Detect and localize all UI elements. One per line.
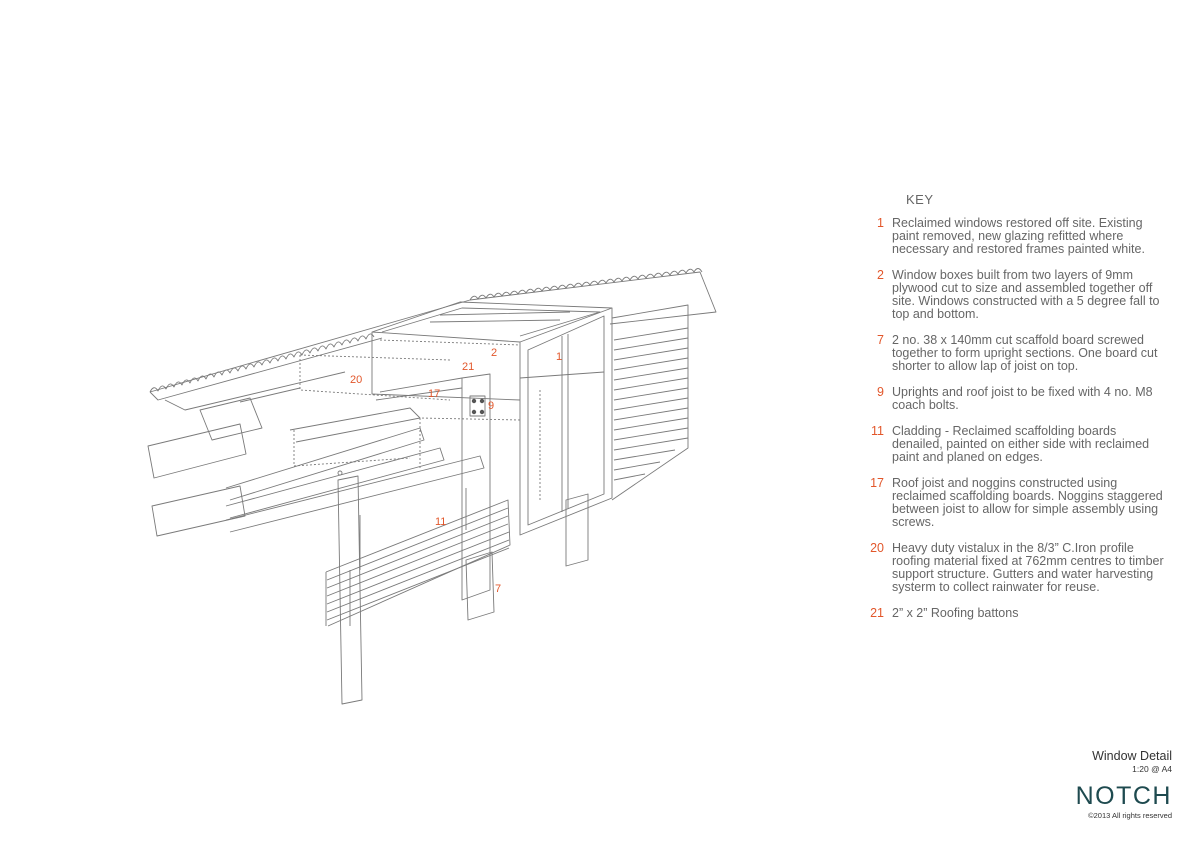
key-item-11: 11 Cladding - Reclaimed scaffolding boar…	[868, 425, 1168, 464]
sheet-title: Window Detail	[1092, 749, 1172, 763]
lower-cladding	[325, 488, 511, 627]
key-item-2: 2 Window boxes built from two layers of …	[868, 269, 1168, 321]
sheet-scale: 1:20 @ A4	[1132, 764, 1172, 774]
brand-block: NOTCH ©2013 All rights reserved	[1075, 782, 1172, 821]
key-item-20: 20 Heavy duty vistalux in the 8/3” C.Iro…	[868, 542, 1168, 594]
window-box	[371, 301, 613, 536]
hidden-lines	[293, 339, 541, 500]
key-item-17: 17 Roof joist and noggins constructed us…	[868, 477, 1168, 529]
key-description: Roof joist and noggins constructed using…	[892, 476, 1163, 529]
key-item-1: 1 Reclaimed windows restored off site. E…	[868, 217, 1168, 256]
key-number: 7	[877, 333, 884, 347]
notch-logo: NOTCH	[1075, 782, 1172, 810]
key-item-9: 9 Uprights and roof joist to be fixed wi…	[868, 386, 1168, 412]
callout-7: 7	[495, 583, 502, 595]
callout-11: 11	[435, 516, 447, 528]
legs	[337, 475, 589, 705]
copyright-text: ©2013 All rights reserved	[1088, 811, 1172, 820]
key-description: Reclaimed windows restored off site. Exi…	[892, 216, 1145, 256]
key-number: 11	[871, 424, 884, 438]
roof-sheet-front	[149, 299, 471, 441]
roof-sheet-back	[469, 268, 717, 325]
key-number: 21	[870, 606, 884, 620]
key-list: 1 Reclaimed windows restored off site. E…	[868, 217, 1168, 620]
key-title: KEY	[906, 192, 934, 207]
rails	[147, 423, 485, 537]
key-description: Cladding - Reclaimed scaffolding boards …	[892, 424, 1150, 464]
callout-21: 21	[462, 361, 475, 373]
title-block: Window Detail 1:20 @ A4	[1092, 749, 1172, 774]
key-description: Heavy duty vistalux in the 8/3” C.Iron p…	[892, 541, 1164, 594]
key-panel: KEY 1 Reclaimed windows restored off sit…	[868, 192, 1168, 633]
key-number: 1	[877, 216, 884, 230]
key-number: 2	[877, 268, 884, 282]
callout-17: 17	[428, 388, 441, 400]
key-number: 20	[870, 541, 884, 555]
side-cladding	[611, 304, 689, 501]
key-number: 17	[870, 476, 884, 490]
key-description: Window boxes built from two layers of 9m…	[892, 268, 1160, 321]
frame	[289, 373, 491, 601]
key-number: 9	[877, 385, 884, 399]
key-item-7: 7 2 no. 38 x 140mm cut scaffold board sc…	[868, 334, 1168, 373]
key-description: 2” x 2” Roofing battons	[892, 606, 1019, 620]
callout-1: 1	[556, 351, 563, 363]
key-item-21: 21 2” x 2” Roofing battons	[868, 607, 1168, 620]
key-description: 2 no. 38 x 140mm cut scaffold board scre…	[892, 333, 1158, 373]
callout-2: 2	[491, 347, 498, 359]
key-description: Uprights and roof joist to be fixed with…	[892, 385, 1153, 412]
callout-20: 20	[350, 374, 363, 386]
callout-9: 9	[488, 400, 495, 412]
